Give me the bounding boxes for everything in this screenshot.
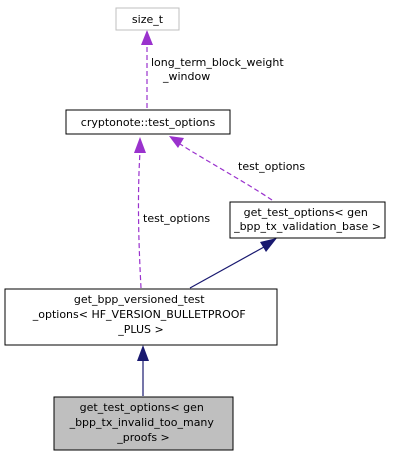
edge-label-test-options-right: test_options [238,160,305,173]
node-label: get_bpp_versioned_test _options< HF_VERS… [32,293,250,336]
edge-validation-to-versioned [189,238,277,289]
node-get-test-options-validation-base[interactable]: get_test_options< gen _bpp_tx_validation… [229,201,386,239]
edge-size-t-to-test-options: long_term_block_weight _window [141,30,287,108]
node-current-class[interactable]: get_test_options< gen _bpp_tx_invalid_to… [53,396,234,451]
edge-test-options-to-validation: test_options [169,136,305,201]
edge-test-options-to-versioned: test_options [134,137,210,289]
arrowhead-icon [260,238,277,252]
node-label: size_t [132,13,164,26]
node-get-bpp-versioned-test-options[interactable]: get_bpp_versioned_test _options< HF_VERS… [4,288,278,346]
node-label: get_test_options< gen _bpp_tx_validation… [233,206,381,233]
edge-versioned-to-current [137,345,149,396]
edge-label-test-options-left: test_options [143,212,210,225]
node-size-t[interactable]: size_t [115,7,180,31]
node-test-options[interactable]: cryptonote::test_options [65,109,231,135]
arrowhead-icon [134,137,146,153]
arrowhead-icon [141,30,153,45]
edge-label-long-term-block-weight: long_term_block_weight _window [151,56,287,83]
node-label: cryptonote::test_options [81,116,216,129]
node-label: get_test_options< gen _bpp_tx_invalid_to… [69,401,218,444]
arrowhead-icon [137,345,149,361]
arrowhead-icon [169,136,184,148]
